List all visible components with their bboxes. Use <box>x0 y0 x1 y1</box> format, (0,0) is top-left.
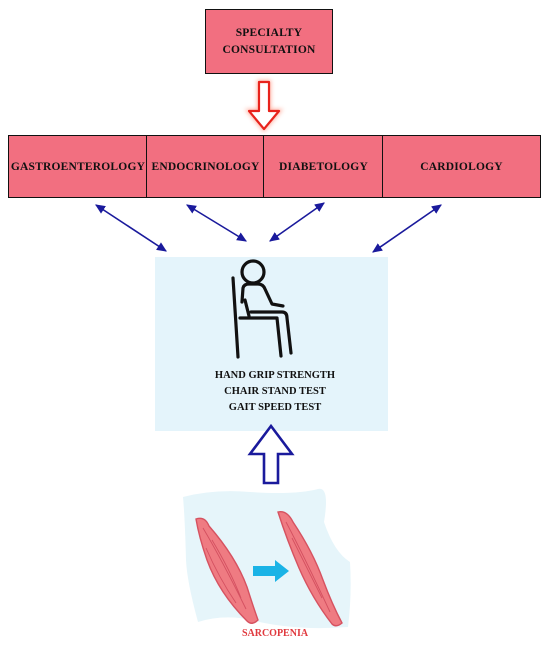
muscle-icon-before <box>195 517 259 624</box>
down-arrow-icon <box>244 80 284 133</box>
test-chair-stand: CHAIR STAND TEST <box>224 386 326 397</box>
connector-gastroenterology <box>95 204 167 252</box>
connector-diabetology <box>269 202 325 242</box>
specialty-consultation-box: SPECIALTY CONSULTATION <box>205 9 333 74</box>
progression-arrow-icon <box>253 560 289 582</box>
muscle-icon-after <box>277 511 343 627</box>
seated-person-icon <box>231 259 293 359</box>
connector-endocrinology <box>186 204 247 242</box>
connector-cardiology <box>372 204 442 253</box>
up-arrow-icon <box>247 423 295 485</box>
specialty-endocrinology: ENDOCRINOLOGY <box>146 135 265 198</box>
functional-tests-panel <box>155 257 388 431</box>
sarcopenia-label: SARCOPENIA <box>241 628 309 639</box>
test-hand-grip-strength: HAND GRIP STRENGTH <box>214 370 336 381</box>
specialty-diabetology: DIABETOLOGY <box>263 135 384 198</box>
specialties-row: GASTROENTEROLOGY ENDOCRINOLOGY DIABETOLO… <box>8 135 541 198</box>
specialty-cardiology: CARDIOLOGY <box>382 135 541 198</box>
test-gait-speed: GAIT SPEED TEST <box>228 402 322 413</box>
